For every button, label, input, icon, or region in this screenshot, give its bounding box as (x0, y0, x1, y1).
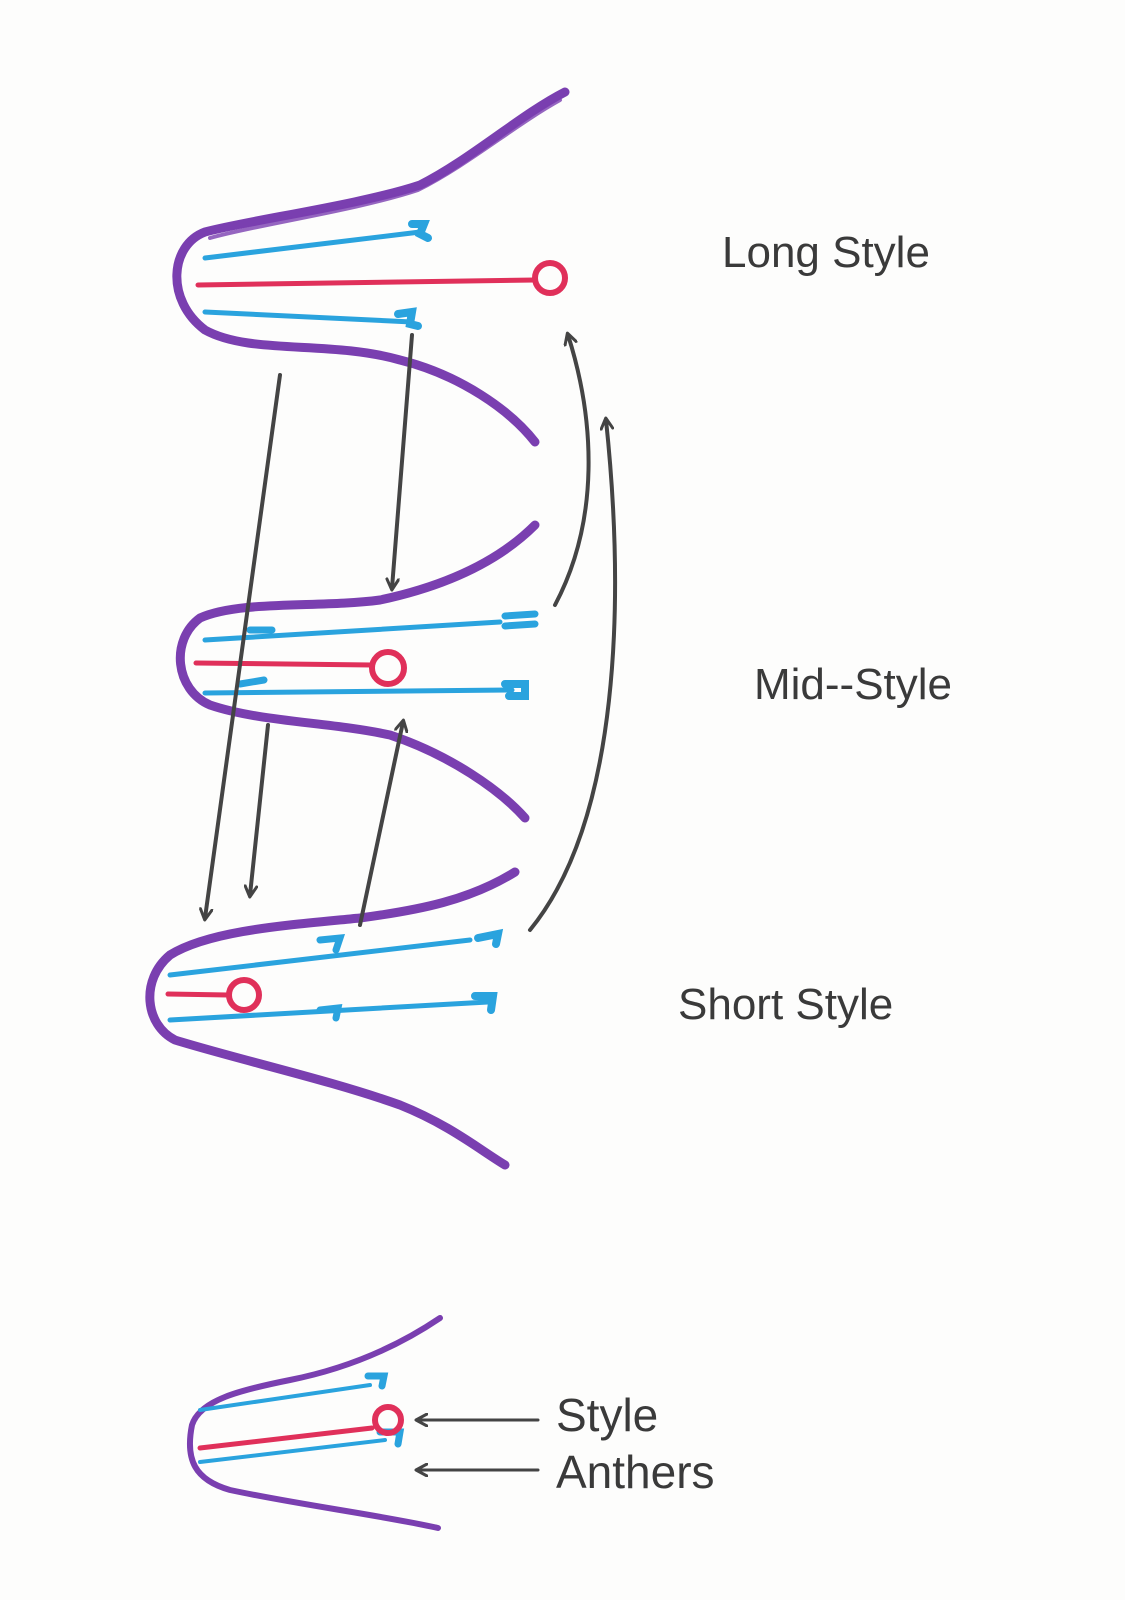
long-style-petal (172, 87, 570, 447)
long-style-anthers (202, 220, 432, 330)
mid-style-flower (175, 520, 540, 823)
anther-filament (167, 937, 473, 978)
anther-filament (202, 229, 423, 261)
anther-filament (202, 309, 415, 325)
stigma (369, 649, 407, 687)
stigma (532, 260, 568, 296)
anther (501, 610, 539, 630)
style-line (195, 277, 538, 288)
key-style-label: Style (556, 1389, 659, 1441)
key-anther (364, 1372, 389, 1390)
stigma (226, 977, 262, 1013)
anther (394, 307, 422, 330)
anther-filament (202, 619, 503, 643)
pollination-arrows (205, 333, 617, 932)
arrow-short-to-long (528, 420, 617, 932)
key-anther-filament (198, 1438, 387, 1464)
mid-style-pistil (193, 649, 407, 687)
mid-style-anthers (202, 610, 539, 700)
key-anther-filament (198, 1383, 372, 1412)
short-style-anthers (167, 928, 504, 1023)
short-style-flower (145, 867, 520, 1170)
mid-style-label: Mid--Style (754, 660, 953, 709)
key-anthers-label: Anthers (556, 1446, 715, 1498)
arrow-long-to-mid (392, 333, 414, 588)
arrow-mid-to-long (553, 335, 591, 607)
key-flower (186, 1315, 540, 1531)
long-style-flower (172, 87, 570, 447)
key-petal (186, 1315, 443, 1531)
long-style-pistil (195, 260, 568, 296)
anther (408, 220, 432, 242)
anther-filament (202, 687, 515, 696)
anther (501, 680, 529, 700)
short-style-pistil (165, 977, 262, 1013)
key-style-line (197, 1425, 375, 1451)
arrow-short-to-mid (358, 722, 403, 927)
arrow-mid-to-short (250, 723, 270, 895)
key-stigma (372, 1404, 404, 1436)
short-style-petal (145, 867, 520, 1170)
anther (474, 928, 504, 948)
mid-style-petal (175, 520, 540, 823)
anther (471, 992, 498, 1014)
short-style-label: Short Style (678, 980, 894, 1029)
style-line (193, 660, 375, 668)
arrow-long-to-short (205, 373, 282, 918)
style-line (165, 991, 231, 998)
long-style-label: Long Style (722, 228, 930, 277)
